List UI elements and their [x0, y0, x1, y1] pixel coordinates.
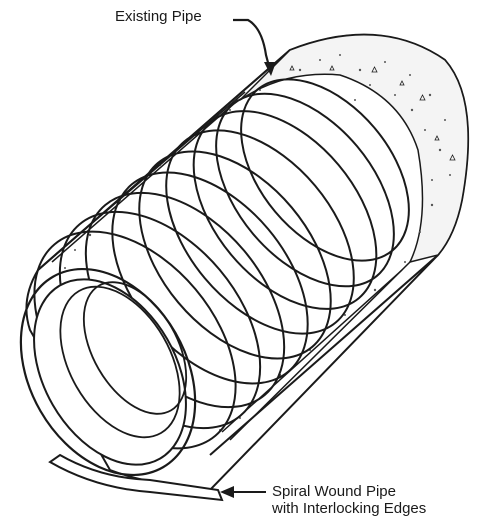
spiral-pipe-label-line2: with Interlocking Edges [272, 501, 426, 517]
spiral-pipe-arrowhead [220, 486, 234, 498]
spiral-pipe-label-line1: Spiral Wound Pipe [272, 484, 396, 500]
existing-pipe-leader [233, 20, 276, 76]
spiral-pipe-leader [220, 486, 266, 498]
existing-pipe-label: Existing Pipe [115, 9, 202, 25]
